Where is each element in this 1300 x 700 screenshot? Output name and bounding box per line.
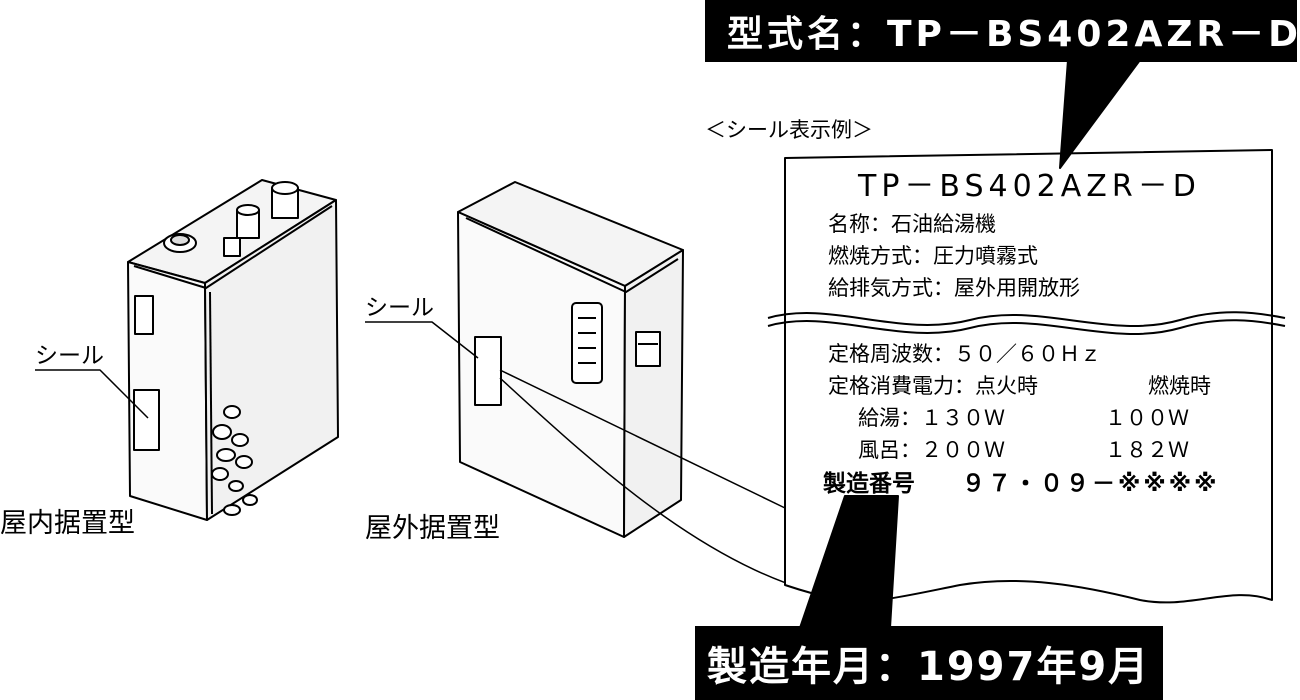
seal-leader-line — [499, 369, 786, 509]
seal-serial-value: ９７・０９－※※※※ — [962, 471, 1220, 497]
indoor-seal-label: シール — [35, 343, 104, 369]
seal-hot-water-burn: １００Ｗ — [1105, 406, 1189, 430]
seal-bath-line: 風呂：２００Ｗ — [858, 438, 1005, 462]
seal-example-heading: ＜シール表示例＞ — [705, 118, 873, 142]
indoor-unit-illustration — [35, 179, 339, 521]
seal-model-number: TP－BS402AZR－D — [858, 169, 1201, 204]
seal-serial-label: 製造番号 — [823, 471, 915, 497]
indoor-unit-caption: 屋内据置型 — [0, 508, 135, 539]
seal-bath-burn: １８２Ｗ — [1105, 438, 1189, 462]
seal-exhaust-line: 給排気方式：屋外用開放形 — [828, 276, 1080, 300]
seal-combustion-line: 燃焼方式：圧力噴霧式 — [828, 244, 1038, 268]
seal-power-header-burn: 燃焼時 — [1148, 374, 1211, 398]
seal-hot-water-line: 給湯：１３０Ｗ — [858, 406, 1005, 430]
outdoor-unit-caption: 屋外据置型 — [365, 513, 500, 544]
manufacture-date-callout: 製造年月：1997年9月 — [695, 626, 1163, 700]
seal-frequency-line: 定格周波数：５０／６０Ｈｚ — [828, 342, 1101, 366]
outdoor-unit-illustration — [365, 181, 684, 538]
seal-power-header: 定格消費電力：点火時 — [828, 374, 1038, 398]
outdoor-seal-label: シール — [365, 295, 434, 321]
seal-name-line: 名称：石油給湯機 — [828, 212, 996, 236]
model-name-callout: 型式名：TP－BS402AZR－D — [705, 0, 1298, 62]
